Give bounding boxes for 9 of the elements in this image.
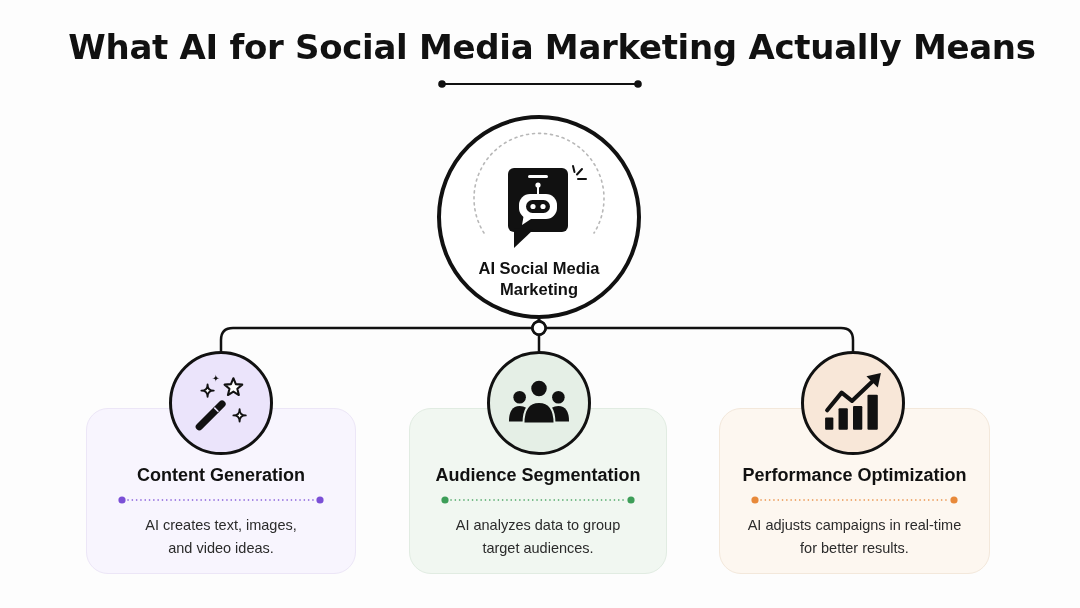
card-description: AI creates text, images, and video ideas.	[144, 516, 298, 558]
hub-label: AI Social Media Marketing	[477, 258, 601, 300]
card-title: Audience Segmentation	[435, 464, 641, 486]
title: What AI for Social Media Marketing Actually Means	[68, 26, 1036, 69]
connector-line	[531, 319, 855, 351]
card-title: Performance Optimization	[742, 464, 967, 486]
card-description: AI adjusts campaigns in real-time for better results.	[746, 516, 963, 558]
card-title: Content Generation	[137, 464, 305, 486]
card-description: AI analyzes data to group target audiences.	[454, 516, 622, 558]
